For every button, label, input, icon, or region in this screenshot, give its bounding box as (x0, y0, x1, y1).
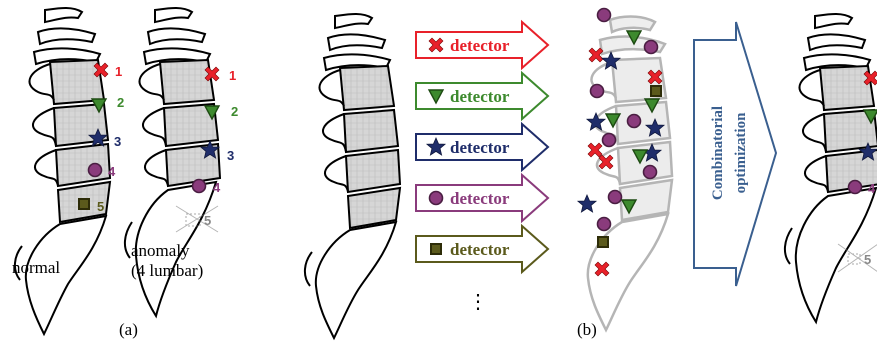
cand-circle-1 (598, 9, 611, 22)
panel-b-label: (b) (577, 320, 597, 339)
cand-circle-4 (628, 115, 641, 128)
cand-cross-3 (588, 143, 602, 157)
normal-caption: normal (12, 258, 60, 277)
normal-number-1: 1 (115, 64, 122, 79)
optimization-label-line2: optimization (733, 112, 749, 193)
normal-marker-4 (89, 164, 102, 177)
cand-square-1 (651, 86, 661, 96)
detector-circle: detector (416, 175, 548, 221)
result-spine (785, 14, 877, 322)
cand-star-5 (578, 195, 596, 212)
input-spine (305, 14, 400, 338)
anomaly-marker-4 (193, 180, 206, 193)
anomaly-missing-number: 5 (204, 213, 211, 228)
optimization-label-line1: Combinatorial (710, 106, 726, 200)
detector-cross: detector (416, 22, 548, 68)
normal-marker-5 (79, 199, 89, 209)
detector-label: detector (450, 87, 510, 106)
optimization-arrow: Combinatorial optimization (694, 22, 776, 286)
detector-label: detector (450, 240, 510, 259)
panel-b: detectordetectordetectordetectordetector… (305, 9, 877, 340)
cand-circle-5 (603, 134, 616, 147)
cand-circle-6 (644, 166, 657, 179)
square-icon (431, 244, 441, 254)
cand-square-2 (598, 237, 608, 247)
detector-star: detector (416, 124, 548, 170)
cand-circle-3 (591, 85, 604, 98)
panel-a: 1 2 3 4 5 normal 1 2 3 4 (12, 8, 238, 339)
normal-number-3: 3 (114, 134, 121, 149)
anomaly-number-2: 2 (231, 104, 238, 119)
detector-label: detector (450, 138, 510, 157)
result-missing-number: 5 (864, 252, 871, 267)
detector-label: detector (450, 189, 510, 208)
normal-number-2: 2 (117, 95, 124, 110)
detector-triangle: detector (416, 73, 548, 119)
anomaly-caption-line2: (4 lumbar) (131, 261, 203, 280)
ellipsis: ⋮ (468, 291, 488, 313)
result-marker-circle (849, 181, 862, 194)
anomaly-caption-line1: anomaly (131, 241, 190, 260)
result-number-4: 4 (868, 181, 876, 196)
circle-icon (430, 192, 443, 205)
normal-number-5: 5 (97, 199, 104, 214)
candidate-spine (588, 17, 672, 331)
detector-stack: detector detector detector detector detector (416, 22, 548, 272)
normal-number-4: 4 (108, 164, 116, 179)
panel-a-label: (a) (119, 320, 138, 339)
anomaly-number-3: 3 (227, 148, 234, 163)
anomaly-number-4: 4 (213, 180, 221, 195)
detector-square: detector (416, 226, 548, 272)
cand-cross-4 (599, 155, 613, 169)
cand-circle-7 (609, 191, 622, 204)
detector-label: detector (450, 36, 510, 55)
anomaly-number-1: 1 (229, 68, 236, 83)
cand-circle-2 (645, 41, 658, 54)
cand-circle-8 (598, 218, 611, 231)
